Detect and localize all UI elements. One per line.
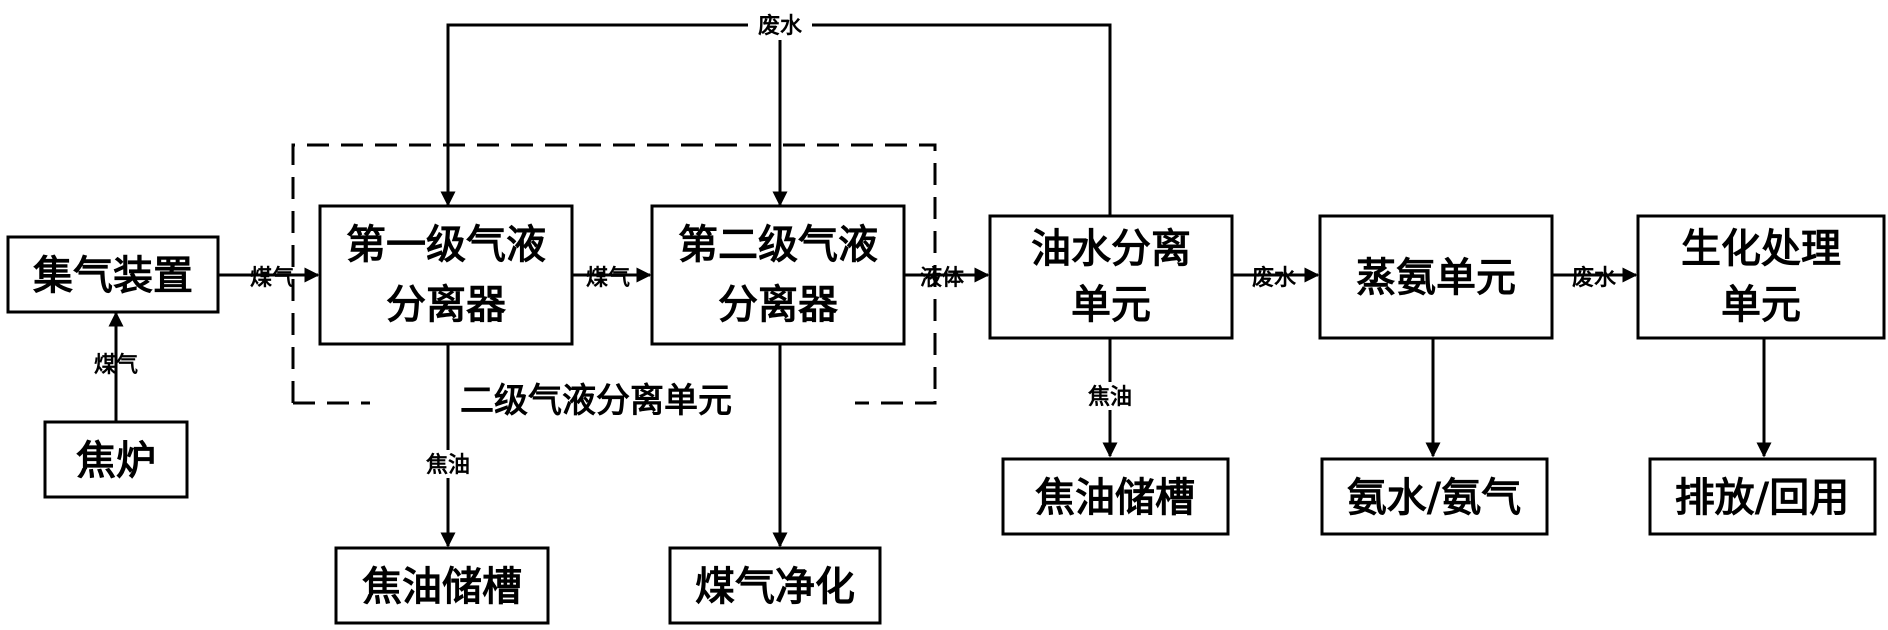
waste-water-recycle-label: 废水 bbox=[758, 13, 803, 39]
waste-water-recycle-line bbox=[440, 23, 1112, 215]
arrow-label-coal-gas-1: 煤气 bbox=[250, 265, 294, 291]
svg-text:单元: 单元 bbox=[1071, 282, 1151, 328]
second-stage-separator-box: 第二级气液 分离器 bbox=[650, 204, 906, 346]
svg-text:生化处理: 生化处理 bbox=[1681, 226, 1841, 272]
svg-text:集气装置: 集气装置 bbox=[32, 253, 193, 299]
svg-text:焦油储槽: 焦油储槽 bbox=[1035, 475, 1195, 521]
arrow-label-coal-gas-2: 煤气 bbox=[586, 265, 630, 291]
arrow-label-coal-gas-oven: 煤气 bbox=[94, 352, 138, 378]
svg-text:排放/回用: 排放/回用 bbox=[1675, 475, 1850, 521]
arrow-label-liquid: 液体 bbox=[920, 265, 965, 291]
svg-text:焦炉: 焦炉 bbox=[76, 438, 156, 484]
arrow-label-waste-water-2: 废水 bbox=[1572, 265, 1617, 291]
coke-oven-box: 焦炉 bbox=[43, 420, 189, 499]
svg-text:单元: 单元 bbox=[1721, 282, 1801, 328]
ammonia-still-box: 蒸氨单元 bbox=[1318, 214, 1554, 340]
biochemical-treatment-box: 生化处理 单元 bbox=[1636, 214, 1886, 340]
discharge-reuse-box: 排放/回用 bbox=[1648, 457, 1877, 536]
svg-text:第一级气液: 第一级气液 bbox=[346, 222, 546, 268]
svg-text:煤气净化: 煤气净化 bbox=[695, 564, 855, 610]
arrow-label-waste-water-1: 废水 bbox=[1252, 265, 1297, 291]
svg-text:氨水/氨气: 氨水/氨气 bbox=[1347, 475, 1522, 521]
two-stage-separation-unit-frame bbox=[291, 143, 937, 405]
svg-text:油水分离: 油水分离 bbox=[1031, 226, 1191, 272]
tar-storage-tank-2-box: 焦油储槽 bbox=[1001, 457, 1230, 536]
arrow-label-tar-2: 焦油 bbox=[1087, 384, 1132, 410]
oil-water-separation-box: 油水分离 单元 bbox=[988, 214, 1234, 340]
svg-text:分离器: 分离器 bbox=[718, 282, 839, 328]
gas-purification-box: 煤气净化 bbox=[668, 546, 882, 625]
svg-text:第二级气液: 第二级气液 bbox=[678, 222, 878, 268]
svg-text:分离器: 分离器 bbox=[386, 282, 507, 328]
gas-collector-box: 集气装置 bbox=[6, 235, 220, 314]
svg-text:焦油储槽: 焦油储槽 bbox=[362, 564, 522, 610]
tar-storage-tank-1-box: 焦油储槽 bbox=[334, 546, 550, 625]
svg-text:蒸氨单元: 蒸氨单元 bbox=[1356, 255, 1516, 301]
two-stage-separation-unit-label: 二级气液分离单元 bbox=[460, 381, 732, 421]
arrow-label-tar-1: 焦油 bbox=[425, 452, 470, 478]
ammonia-products-box: 氨水/氨气 bbox=[1320, 457, 1549, 536]
first-stage-separator-box: 第一级气液 分离器 bbox=[318, 204, 574, 346]
